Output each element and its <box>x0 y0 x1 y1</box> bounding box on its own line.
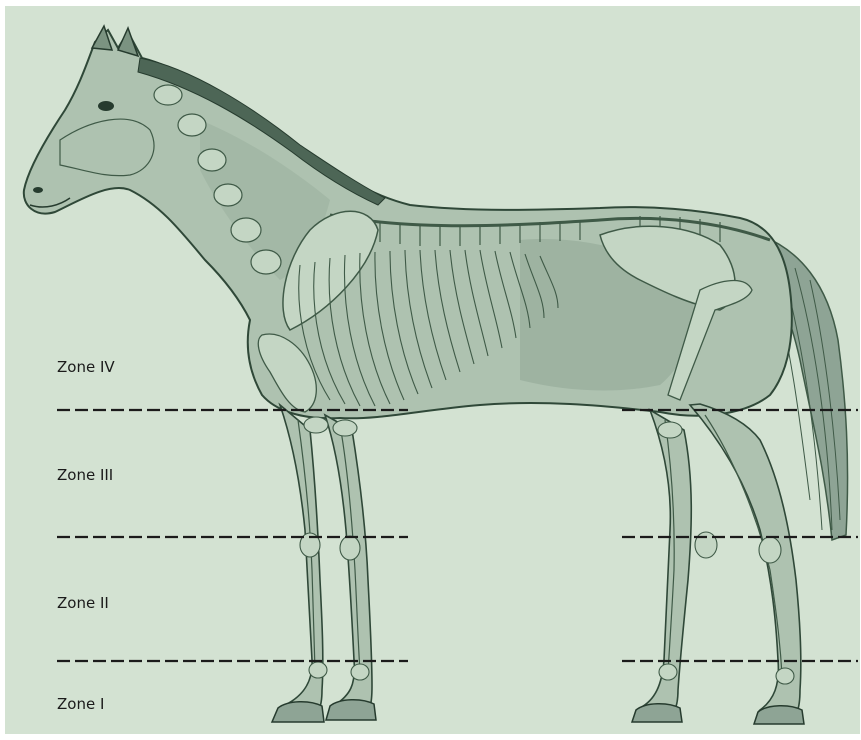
horse-nostril <box>33 187 43 193</box>
zone-iv-label: Zone IV <box>57 358 115 376</box>
hoof-hind-left <box>632 704 682 722</box>
hooves <box>272 700 804 724</box>
hoof-front-right <box>326 700 376 720</box>
leg-joints <box>300 417 794 684</box>
zone-iii-label: Zone III <box>57 466 113 484</box>
horse-body <box>24 26 848 540</box>
horse-eye <box>98 101 114 111</box>
zone-ii-label: Zone II <box>57 594 109 612</box>
zone-i-label: Zone I <box>57 695 104 713</box>
hoof-front-left <box>272 702 324 722</box>
